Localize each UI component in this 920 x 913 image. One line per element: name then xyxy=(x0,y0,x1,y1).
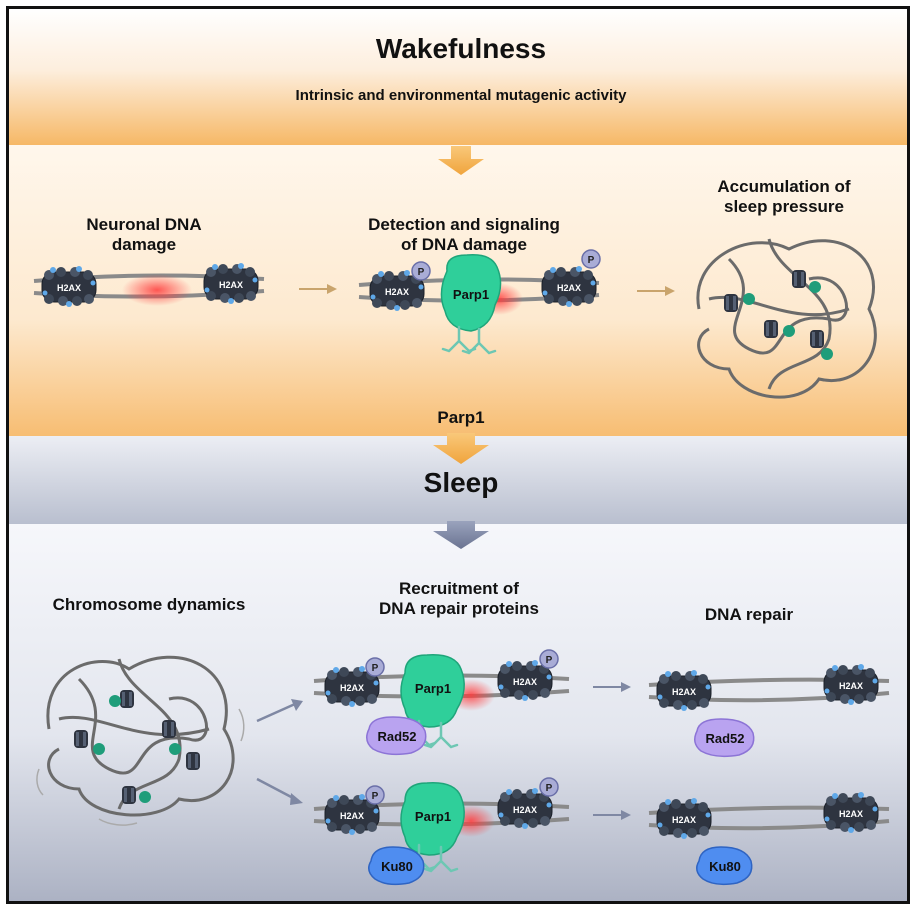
arrow-small-head xyxy=(327,284,337,294)
parp1-label: Parp1 xyxy=(415,809,451,824)
step-accumulation-sleep-pressure: Accumulation of sleep pressure xyxy=(717,177,851,216)
step-neuronal-dna-damage: Neuronal DNA damage xyxy=(86,215,202,254)
histone-label: H2AX xyxy=(340,683,364,693)
dna-damage-strand: H2AX H2AX xyxy=(33,262,265,308)
parp-dot xyxy=(139,791,151,803)
arrow-small-head xyxy=(665,286,675,296)
arrow-wake-to-sleep xyxy=(433,433,489,464)
transition-parp1-label: Parp1 xyxy=(437,408,485,427)
step-dna-repair: DNA repair xyxy=(704,605,794,624)
arrow-small-head xyxy=(621,682,631,692)
phospho-label: P xyxy=(546,655,553,666)
histone-label: H2AX xyxy=(385,287,409,297)
histone-label: H2AX xyxy=(839,809,863,819)
sleep-title: Sleep xyxy=(423,467,499,498)
repaired-strand-rad52: H2AX H2AX Rad52 xyxy=(648,663,890,758)
parp-dot xyxy=(169,743,181,755)
step-detection-signaling: Detection and signaling of DNA damage xyxy=(368,215,560,254)
parp1-protein xyxy=(400,654,465,728)
arrow-to-rad52-path xyxy=(256,702,296,723)
diagram-art: H2AX H2AX H2AX H2AX P P Parp1 xyxy=(33,146,890,886)
histone-label: H2AX xyxy=(219,280,243,290)
parp-dot xyxy=(93,743,105,755)
ku80-label: Ku80 xyxy=(709,859,741,874)
figure-frame: H2AX H2AX H2AX H2AX P P Parp1 xyxy=(6,6,910,904)
arrow-head xyxy=(291,699,303,711)
histone-label: H2AX xyxy=(839,681,863,691)
histone-label: H2AX xyxy=(513,677,537,687)
parp-dot xyxy=(809,281,821,293)
parp-dot xyxy=(821,348,833,360)
arrow-to-ku80-path xyxy=(256,777,296,801)
parp1-protein xyxy=(400,782,465,856)
rad52-label: Rad52 xyxy=(705,731,744,746)
histone-label: H2AX xyxy=(340,811,364,821)
histone-label: H2AX xyxy=(672,815,696,825)
phospho-label: P xyxy=(588,255,595,266)
step-chromosome-dynamics: Chromosome dynamics xyxy=(52,595,246,614)
phospho-label: P xyxy=(546,783,553,794)
wakefulness-subtitle: Intrinsic and environmental mutagenic ac… xyxy=(295,87,627,104)
recruit-rad52-strand: H2AX H2AX P P Parp1 Rad52 xyxy=(313,649,570,756)
phospho-label: P xyxy=(418,267,425,278)
phospho-label: P xyxy=(372,663,379,674)
dna-detection-strand: H2AX H2AX P P Parp1 xyxy=(358,249,601,355)
parp1-protein xyxy=(440,254,502,332)
rad52-protein xyxy=(366,716,427,756)
arrow-head xyxy=(290,793,303,805)
sleep-band xyxy=(9,524,907,901)
parp-dot xyxy=(743,293,755,305)
repaired-strand-ku80: H2AX H2AX Ku80 xyxy=(648,791,890,886)
histone-label: H2AX xyxy=(557,283,581,293)
parp1-label: Parp1 xyxy=(415,681,451,696)
parp-dot xyxy=(783,325,795,337)
wakefulness-header-band xyxy=(9,9,907,145)
wakefulness-title: Wakefulness xyxy=(375,33,547,64)
recruit-ku80-strand: H2AX H2AX P P Parp1 Ku80 xyxy=(313,777,570,886)
rad52-label: Rad52 xyxy=(377,729,416,744)
arrow-small-head xyxy=(621,810,631,820)
arrow-wake-to-step xyxy=(438,146,484,175)
arrow-sleep-to-steps xyxy=(433,521,489,549)
phospho-label: P xyxy=(372,791,379,802)
parp-dot xyxy=(109,695,121,707)
step-recruitment-repair-proteins: Recruitment of DNA repair proteins xyxy=(379,579,539,618)
sleep-chromatin xyxy=(36,655,245,826)
ku80-protein xyxy=(368,846,425,886)
ku80-label: Ku80 xyxy=(381,859,413,874)
sleep-pressure-chromatin xyxy=(696,238,877,399)
parp1-label: Parp1 xyxy=(453,287,489,302)
histone-label: H2AX xyxy=(513,805,537,815)
histone-label: H2AX xyxy=(57,283,81,293)
histone-label: H2AX xyxy=(672,687,696,697)
